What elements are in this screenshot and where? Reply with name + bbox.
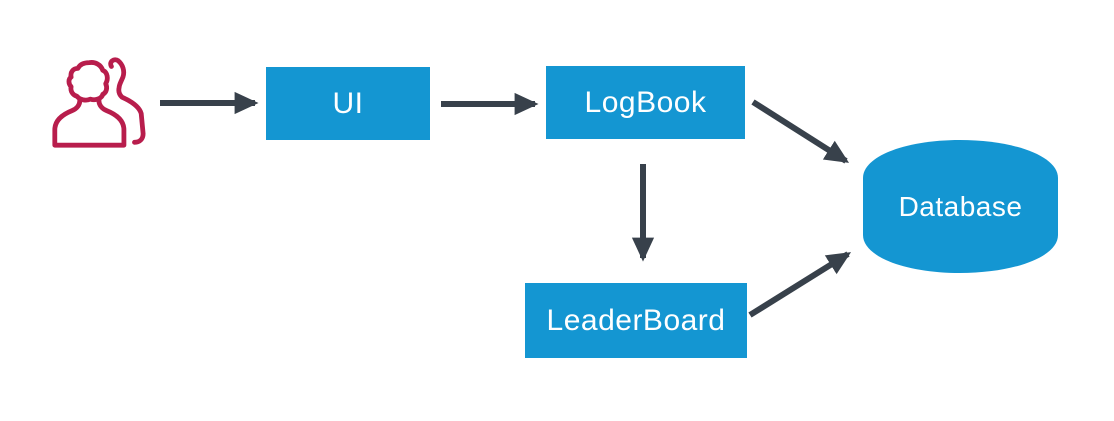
users-icon-back-figure [108, 57, 146, 145]
node-database-shape [863, 140, 1058, 273]
node-ui: UI [266, 67, 430, 140]
node-logbook: LogBook [546, 66, 745, 139]
node-leaderboard-label: LeaderBoard [546, 303, 726, 337]
node-database-label: Database [898, 190, 1023, 222]
node-leaderboard: LeaderBoard [525, 283, 747, 358]
edge-logbook-database [751, 99, 850, 164]
users-icon-front-head [66, 60, 110, 103]
database-cylinder-icon [863, 140, 1058, 273]
node-ui-label: UI [332, 86, 364, 120]
users-icon [52, 57, 146, 148]
node-logbook-label: LogBook [584, 85, 707, 119]
node-database: Database [863, 140, 1058, 273]
edge-leaderboard-database [748, 251, 852, 318]
